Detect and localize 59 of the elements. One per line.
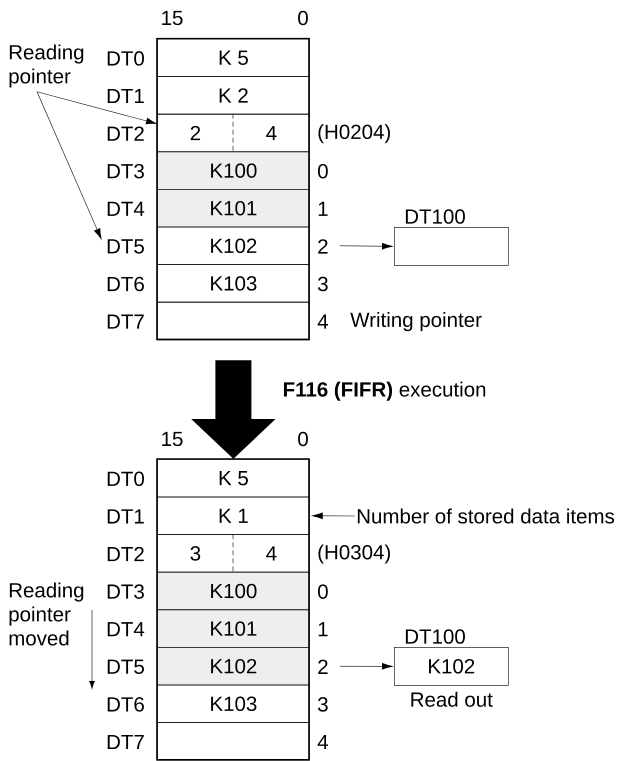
- register-cell: K100: [157, 572, 310, 610]
- register-cell: K103: [157, 684, 310, 723]
- side-label: 2: [318, 660, 328, 674]
- side-label: DT5: [108, 660, 144, 674]
- side-label: DT3: [108, 164, 144, 178]
- side-label: DT0: [108, 472, 144, 486]
- edge-label: F116 (FIFR) execution: [284, 382, 486, 401]
- side-label: 1: [318, 622, 328, 636]
- side-label: DT6: [108, 276, 144, 292]
- result-box: DT100: [394, 209, 509, 266]
- note-text: Reading pointer: [10, 44, 84, 88]
- side-label: DT4: [108, 622, 144, 636]
- note-text: Reading pointer moved: [10, 582, 84, 646]
- result-box: DT100 K102: [394, 629, 509, 686]
- bit-number: 15: [162, 10, 183, 26]
- register-cell: K 1: [157, 496, 310, 535]
- bit-number: 0: [298, 10, 308, 26]
- register-cell: K103: [157, 264, 310, 303]
- node-label: DT100: [406, 629, 465, 644]
- side-label: DT5: [108, 239, 144, 254]
- node-label: K 5: [220, 50, 248, 65]
- register-cell: K102: [157, 647, 310, 686]
- side-label: DT1: [108, 509, 144, 524]
- side-label: DT2: [108, 126, 144, 141]
- node-label: K 5: [220, 471, 248, 486]
- side-label: 3: [318, 276, 328, 292]
- note-text: Number of stored data items: [358, 508, 614, 524]
- arrow: [312, 512, 356, 520]
- register-cell: K102: [157, 226, 310, 265]
- side-label: DT7: [108, 734, 144, 750]
- side-label: DT0: [108, 51, 144, 66]
- register-cell: K 2: [157, 76, 310, 115]
- side-label: (H0304): [318, 544, 390, 564]
- register-cell: K100: [157, 151, 310, 190]
- register-cell: K101: [157, 189, 310, 228]
- side-label: DT7: [108, 314, 144, 329]
- side-label: DT6: [108, 697, 144, 712]
- side-label: 4: [318, 314, 328, 329]
- side-label: DT2: [108, 546, 144, 562]
- bit-number: 15: [162, 432, 183, 446]
- side-label: Writing pointer: [350, 312, 482, 332]
- side-label: 3: [318, 697, 328, 712]
- side-label: DT3: [108, 584, 144, 599]
- arrow: [36, 91, 102, 240]
- bit-number: 0: [298, 432, 308, 446]
- arrow: [340, 662, 393, 670]
- arrow: [340, 242, 393, 250]
- side-label: 2: [318, 239, 328, 254]
- side-label: 1: [318, 202, 328, 216]
- side-label: Read out: [411, 692, 493, 707]
- side-label: 4: [318, 734, 328, 750]
- side-label: DT1: [108, 88, 144, 104]
- register-cell: K101: [157, 609, 310, 648]
- side-label: 0: [318, 584, 328, 599]
- side-label: 0: [318, 164, 328, 178]
- arrow: [36, 91, 157, 124]
- node-label: DT100: [406, 209, 465, 224]
- side-label: DT4: [108, 202, 144, 216]
- side-label: (H0204): [318, 124, 390, 144]
